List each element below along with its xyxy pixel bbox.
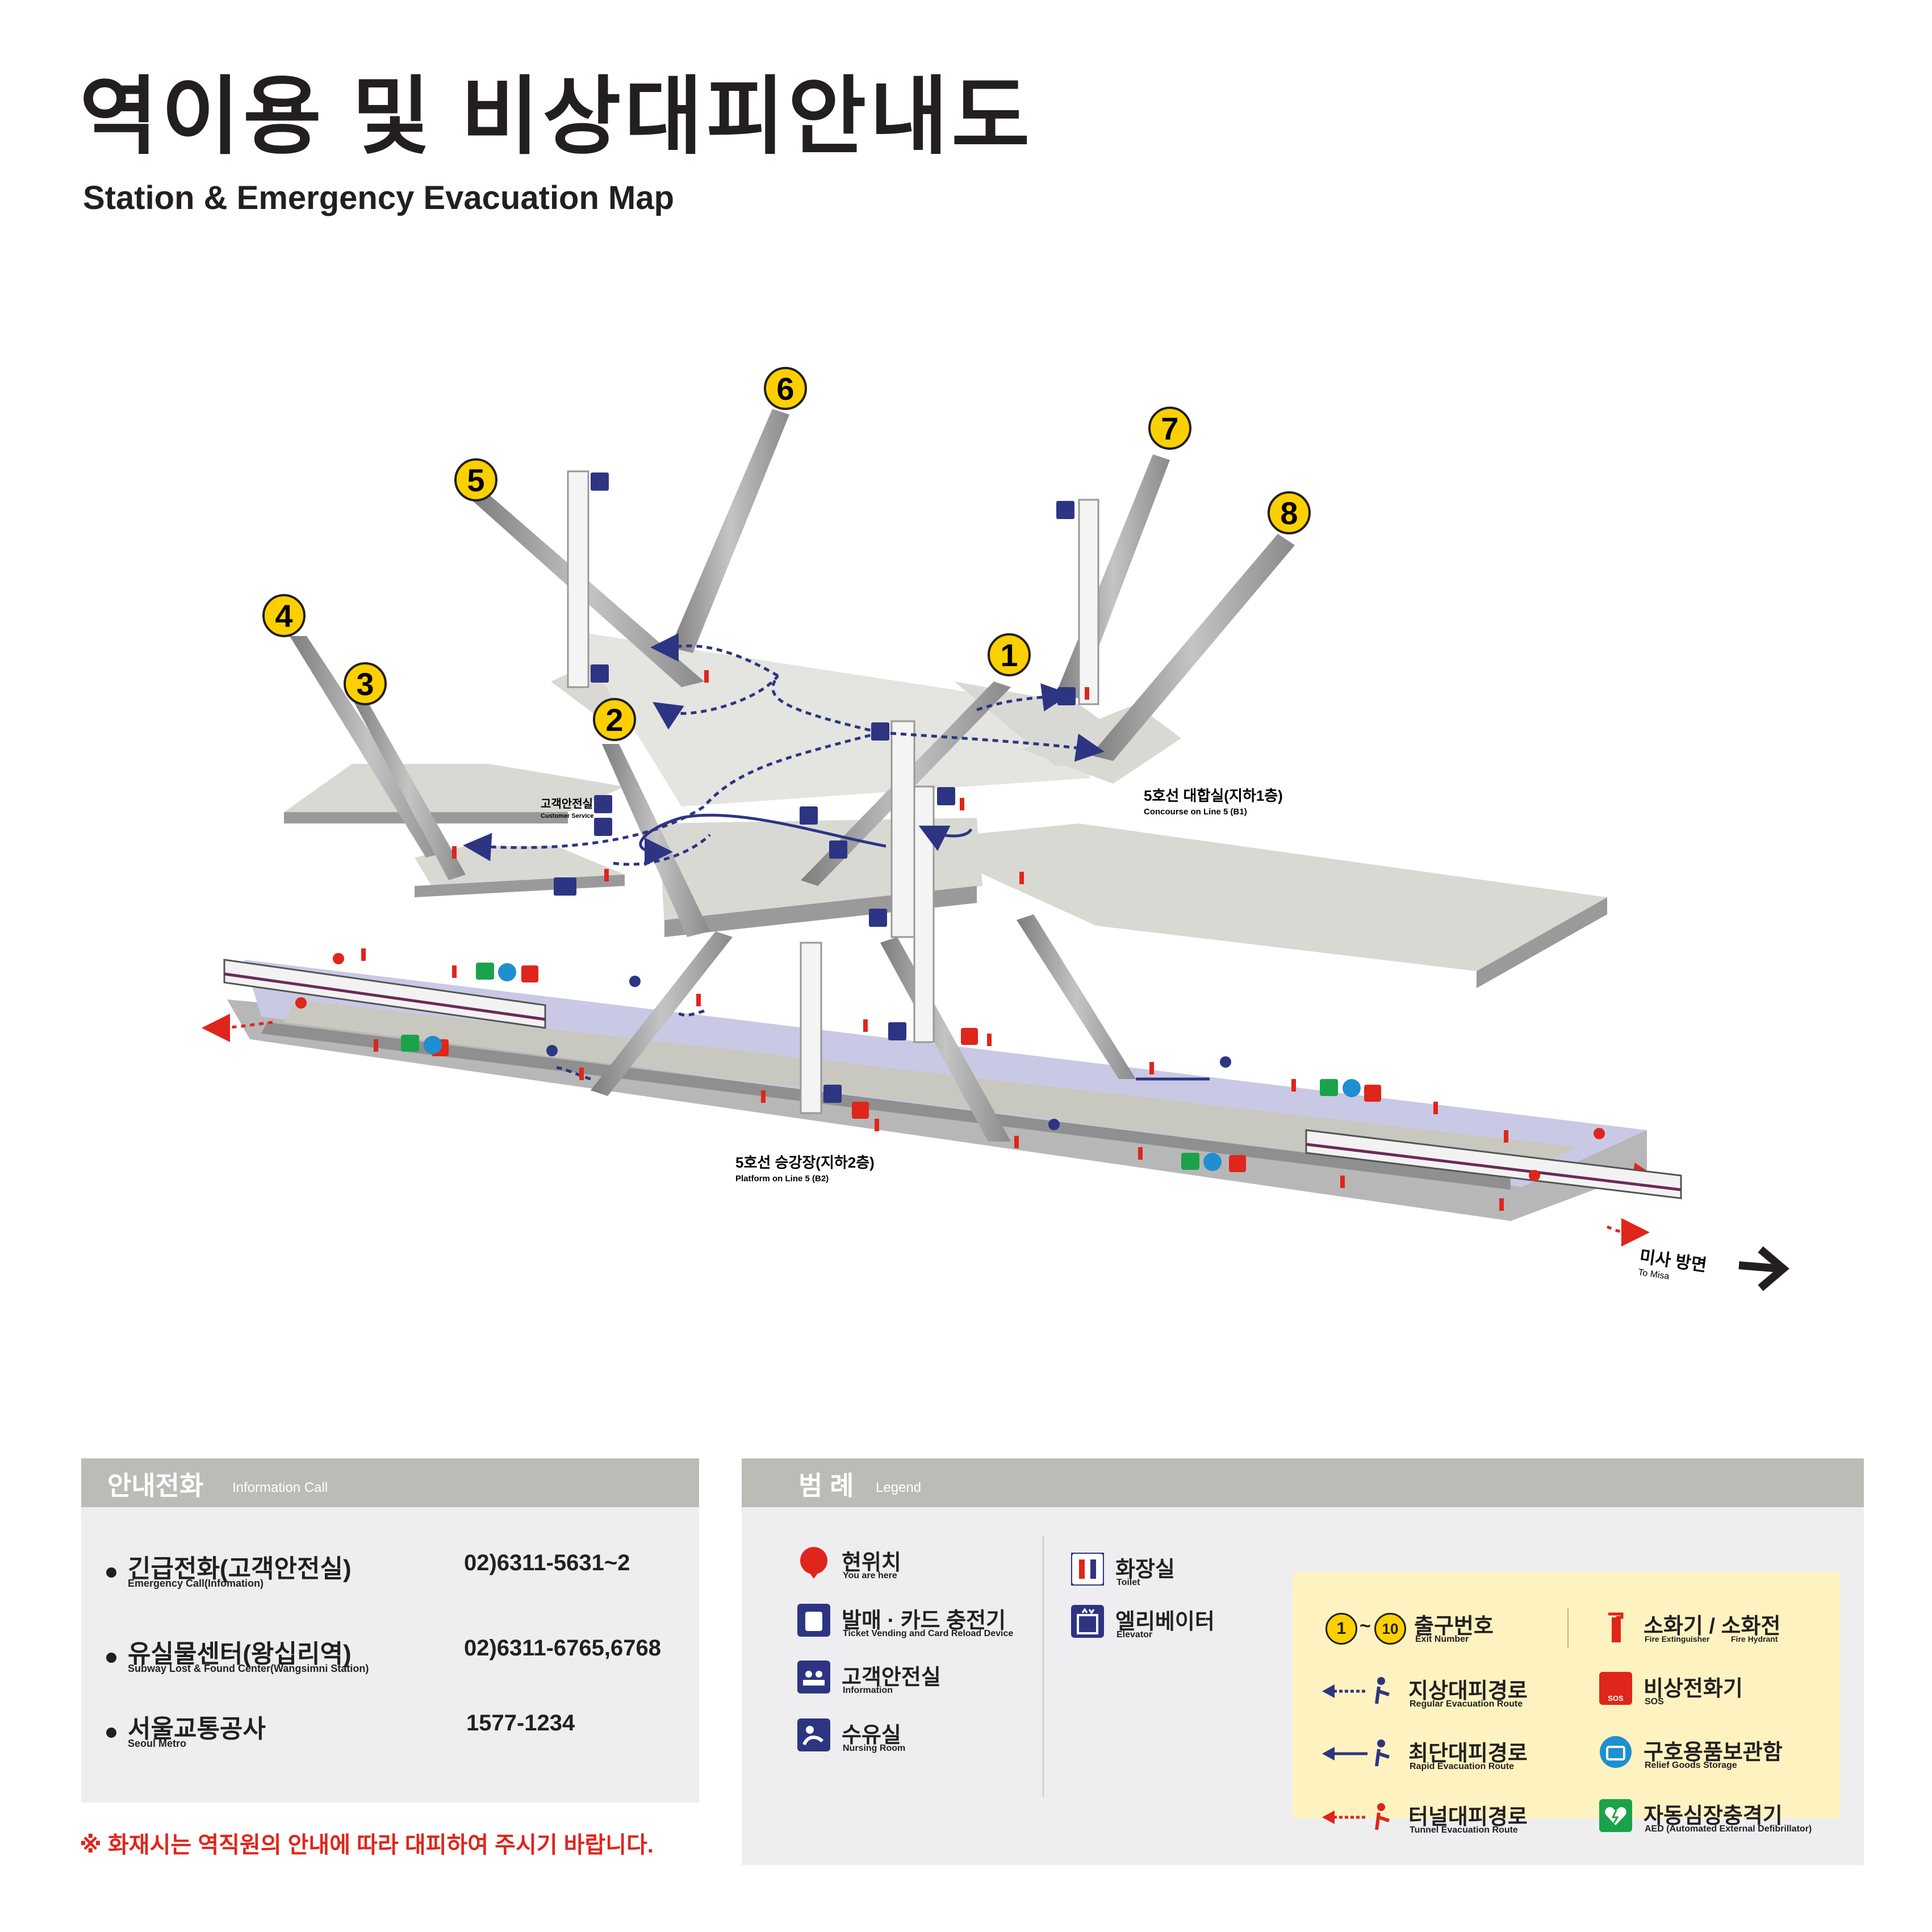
train-right <box>1305 1129 1682 1199</box>
exit-7-badge: 7 <box>1148 407 1191 450</box>
info-item-lost-found: 유실물센터(왕십리역) Subway Lost & Found Center(W… <box>106 1633 661 1674</box>
aed-icon <box>1599 1799 1632 1832</box>
exit-badge-start: 1 <box>1325 1613 1357 1645</box>
sos-phones <box>432 965 1381 1172</box>
relief-goods-storage <box>424 963 1361 1171</box>
page-title: 역이용 및 비상대피안내도 <box>80 69 1034 164</box>
info-call-header: 안내전화 Information Call <box>81 1458 699 1507</box>
exit-6-badge: 6 <box>764 367 807 410</box>
regular-evacuation-routes <box>463 633 1105 1081</box>
facility-icons <box>554 795 818 896</box>
nursing-room-icon <box>797 1718 830 1751</box>
toilet-icon <box>1071 1553 1104 1586</box>
legend-safety-box: 1 ~ 10 출구번호 Exit Number 지상대피경로 Regular E… <box>1293 1572 1840 1835</box>
exit-4-badge: 4 <box>262 594 306 637</box>
concourse-sub: Concourse on Line 5 (B1) <box>1144 807 1247 817</box>
platform-sub: Platform on Line 5 (B2) <box>735 1174 829 1184</box>
exit-3-label: 3 <box>356 666 374 702</box>
exit-1-label: 1 <box>1000 637 1018 673</box>
customer-service-sub: Customer Service <box>541 813 594 819</box>
aed-units <box>401 963 1338 1170</box>
location-pin-icon <box>800 1547 827 1579</box>
rapid-evacuation-routes <box>639 813 1210 1081</box>
legend-inner-divider <box>1567 1608 1569 1648</box>
exit-7-label: 7 <box>1161 411 1178 446</box>
exit-3-badge: 3 <box>344 662 387 705</box>
tunnel-evacuation-routes <box>202 1013 1661 1247</box>
exit-badge-separator: ~ <box>1360 1615 1371 1637</box>
relief-goods-icon <box>1600 1736 1632 1768</box>
exit-badges: 1 2 3 4 5 6 7 8 <box>262 367 1311 741</box>
info-item-seoul-metro: 서울교통공사 Seoul Metro 1577-1234 <box>106 1708 575 1749</box>
elevator-icon <box>1071 1605 1104 1638</box>
elevator-icons <box>591 472 1076 1103</box>
exit-1-badge: 1 <box>988 633 1031 676</box>
platform-level <box>227 960 1647 1221</box>
fire-notice: ※ 화재시는 역직원의 안내에 따라 대피하여 주시기 바랍니다. <box>80 1833 654 1858</box>
station-map: 1 2 3 4 5 6 7 8 고객안전실 Customer Service 5… <box>202 367 1789 1291</box>
page-subtitle: Station & Emergency Evacuation Map <box>83 179 675 216</box>
sos-phone-icon: SOS <box>1599 1672 1632 1705</box>
fire-extinguishers <box>361 670 1508 1211</box>
info-item-emergency: 긴급전화(고객안전실) Emergency Call(Infomation) 0… <box>106 1548 630 1589</box>
elevator-shafts <box>567 470 1099 1114</box>
exit-4-label: 4 <box>275 598 292 634</box>
rapid-route-icon <box>1322 1739 1390 1767</box>
evacuee-figures <box>295 953 1605 1181</box>
legend-header: 범 례 Legend <box>742 1458 1864 1507</box>
exit-2-badge: 2 <box>593 698 636 741</box>
ticket-machine-icon <box>797 1604 830 1637</box>
fire-extinguisher-icon <box>1608 1612 1624 1642</box>
concourse-label: 5호선 대합실(지하1층) <box>1144 787 1283 804</box>
exit-6-label: 6 <box>776 371 794 407</box>
customer-service-label: 고객안전실 <box>541 797 593 810</box>
tunnel-route-icon <box>1322 1803 1390 1830</box>
direction-arrow-icon <box>1738 1246 1789 1291</box>
exit-8-label: 8 <box>1280 495 1298 531</box>
concourse-level <box>284 630 1607 988</box>
direction-sub: To Misa <box>1637 1268 1670 1282</box>
info-call-panel: 긴급전화(고객안전실) Emergency Call(Infomation) 0… <box>81 1507 699 1803</box>
exit-2-label: 2 <box>605 702 623 738</box>
platform-label: 5호선 승강장(지하2층) <box>735 1154 875 1171</box>
legend-divider <box>1043 1536 1044 1797</box>
exit-5-badge: 5 <box>454 458 497 501</box>
regular-route-icon <box>1322 1677 1390 1704</box>
train-left <box>223 959 546 1029</box>
exit-8-badge: 8 <box>1268 491 1311 534</box>
information-icon <box>797 1661 830 1693</box>
exit-5-label: 5 <box>467 462 484 498</box>
exit-badge-end: 10 <box>1374 1613 1406 1645</box>
